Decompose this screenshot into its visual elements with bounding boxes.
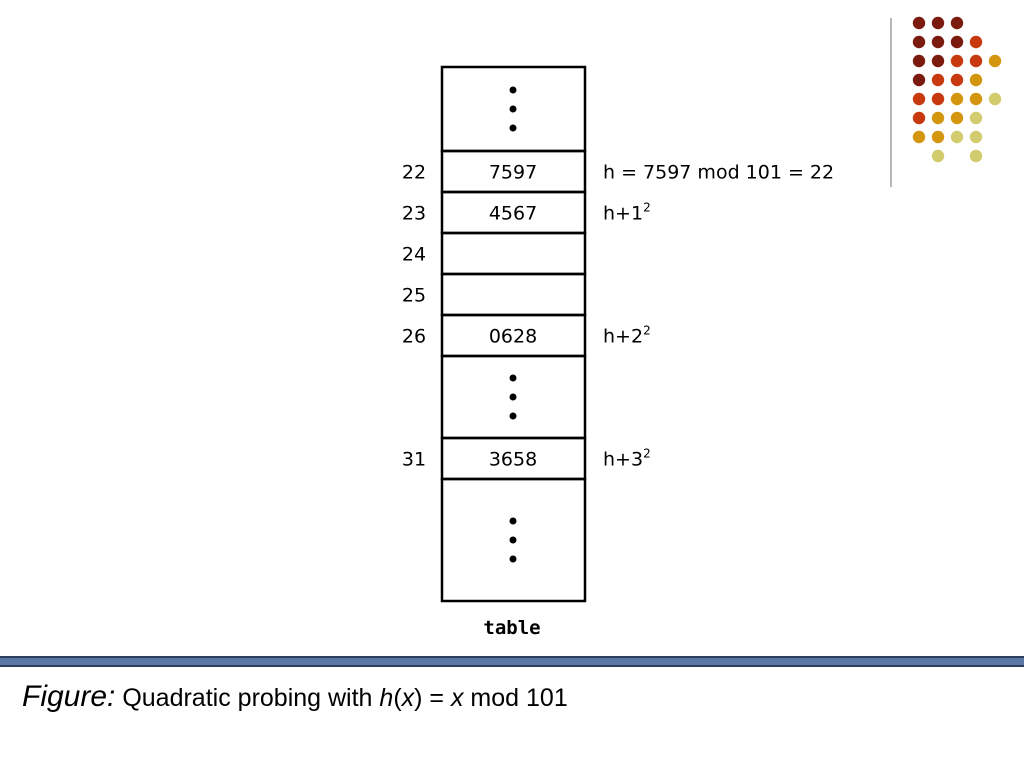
decorative-dot bbox=[950, 92, 964, 106]
decorative-dot bbox=[988, 92, 1002, 106]
ellipsis-dots bbox=[509, 517, 517, 563]
probe-annotation: h+22 bbox=[603, 324, 651, 348]
table-cell bbox=[440, 477, 587, 603]
figure-caption: Figure: Quadratic probing with h(x) = x … bbox=[22, 680, 568, 714]
decorative-dot bbox=[931, 35, 945, 49]
decorative-dot bbox=[950, 35, 964, 49]
decorative-dot bbox=[950, 111, 964, 125]
cell-value: 4567 bbox=[489, 203, 537, 225]
ellipsis-dots bbox=[509, 86, 517, 132]
decorative-dot bbox=[969, 130, 983, 144]
caption-x2: x bbox=[450, 684, 464, 712]
decorative-dot bbox=[931, 130, 945, 144]
banner-bar bbox=[0, 656, 1024, 667]
caption-text-1: Quadratic probing with bbox=[122, 684, 380, 712]
ellipsis-dots bbox=[509, 374, 517, 420]
table-cell bbox=[440, 231, 587, 276]
cell-value: 0628 bbox=[489, 326, 537, 348]
caption-paren-open: ( bbox=[393, 684, 402, 712]
table-row bbox=[440, 477, 587, 603]
decorative-dot bbox=[950, 130, 964, 144]
row-index: 24 bbox=[402, 244, 426, 266]
decorative-dot bbox=[950, 16, 964, 30]
caption-h: h bbox=[379, 684, 394, 712]
row-index: 26 bbox=[402, 326, 426, 348]
decorative-dot bbox=[950, 54, 964, 68]
exponent: 2 bbox=[643, 447, 651, 461]
decorative-dot bbox=[969, 54, 983, 68]
decorative-dot bbox=[912, 73, 926, 87]
decorative-dot bbox=[931, 73, 945, 87]
exponent: 2 bbox=[643, 324, 651, 338]
probe-annotation: h+32 bbox=[603, 447, 651, 471]
decorative-dot bbox=[931, 149, 945, 163]
decorative-dot bbox=[969, 92, 983, 106]
table-row: 7597 22 h = 7597 mod 101 = 22 bbox=[402, 149, 834, 194]
decorative-dot bbox=[931, 92, 945, 106]
decorative-dot bbox=[988, 54, 1002, 68]
row-index: 25 bbox=[402, 285, 426, 307]
probe-annotation: h+12 bbox=[603, 201, 651, 225]
row-index: 23 bbox=[402, 203, 426, 225]
table-row: 25 bbox=[402, 272, 587, 317]
decorative-dot bbox=[950, 73, 964, 87]
decorative-dot bbox=[912, 92, 926, 106]
decorative-dot bbox=[912, 16, 926, 30]
decorative-dot bbox=[931, 54, 945, 68]
table-row: 3658 31 h+32 bbox=[402, 436, 651, 481]
table-row: 4567 23 h+12 bbox=[402, 190, 651, 235]
table-row bbox=[440, 65, 587, 153]
caption-text-2: ) = bbox=[414, 684, 451, 712]
table-cell bbox=[440, 272, 587, 317]
decorative-dot bbox=[912, 54, 926, 68]
table-row bbox=[440, 354, 587, 440]
table-row: 0628 26 h+22 bbox=[402, 313, 651, 358]
exponent: 2 bbox=[643, 201, 651, 215]
caption-text-3: mod 101 bbox=[463, 684, 568, 712]
row-index: 31 bbox=[402, 449, 426, 471]
decorative-dot bbox=[969, 111, 983, 125]
caption-x1: x bbox=[401, 684, 415, 712]
decorative-dot bbox=[912, 111, 926, 125]
cell-value: 3658 bbox=[489, 449, 537, 471]
decorative-dot bbox=[969, 149, 983, 163]
decorative-dot bbox=[912, 130, 926, 144]
decorative-dot bbox=[931, 111, 945, 125]
decorative-dot bbox=[931, 16, 945, 30]
row-index: 22 bbox=[402, 162, 426, 184]
decorative-dot-cluster bbox=[912, 16, 1002, 163]
figure-label: Figure: bbox=[22, 680, 116, 713]
probe-annotation: h = 7597 mod 101 = 22 bbox=[603, 162, 834, 184]
cell-value: 7597 bbox=[489, 162, 537, 184]
decorative-dot bbox=[969, 73, 983, 87]
decorative-dot bbox=[969, 35, 983, 49]
decorative-dot bbox=[912, 35, 926, 49]
table-row: 24 bbox=[402, 231, 587, 276]
table-label: table bbox=[483, 617, 540, 639]
